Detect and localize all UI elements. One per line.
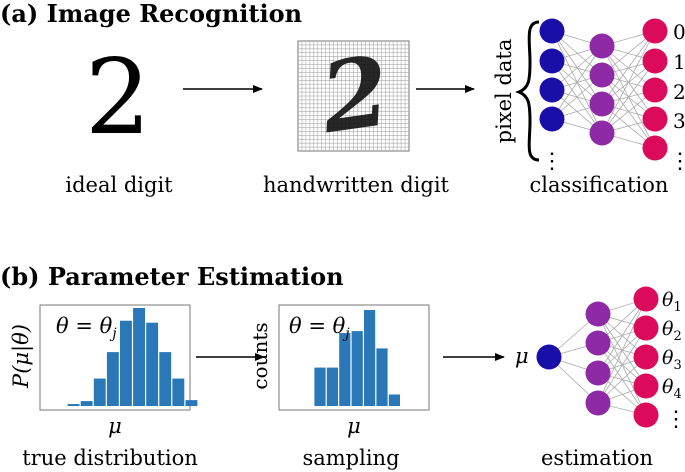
output-node	[633, 344, 659, 370]
true-distribution-bar	[80, 401, 93, 406]
input-ellipsis: ⋮	[541, 149, 563, 174]
classification-label: classification	[530, 173, 669, 197]
hidden-node	[589, 62, 615, 88]
output-node	[633, 402, 659, 428]
network-edge	[597, 298, 647, 374]
output-node	[642, 18, 668, 44]
sampling-bar	[339, 333, 351, 406]
true-distribution-chart: θ = θj P(μ|θ) μ	[9, 304, 198, 438]
ideal-digit-glyph: 2	[85, 36, 151, 158]
network-edge	[601, 60, 656, 134]
true-distribution-bar	[106, 352, 119, 406]
input-node	[539, 18, 565, 44]
output-node	[633, 315, 659, 341]
handwritten-digit-glyph: 2	[313, 34, 396, 155]
output-theta-2: θ2	[662, 318, 682, 344]
sampling-caption: sampling	[302, 446, 399, 470]
true-distribution-bar	[133, 308, 145, 406]
handwritten-digit-image: 2	[297, 34, 410, 155]
true-distribution-annotation: θ = θj	[56, 314, 117, 342]
input-brace	[514, 20, 540, 162]
sampling-bar	[351, 331, 363, 406]
sampling-ylabel: counts	[248, 322, 272, 389]
hidden-node	[585, 360, 611, 386]
true-distribution-bar	[67, 404, 80, 406]
handwritten-digit-label: handwritten digit	[263, 173, 450, 197]
input-node	[539, 106, 565, 132]
panel-b-heading: (b) Parameter Estimation	[0, 262, 344, 291]
hidden-node	[589, 120, 615, 146]
network-edge	[597, 327, 647, 404]
network-edge	[597, 298, 647, 404]
true-distribution-xlabel: μ	[108, 414, 122, 438]
sampling-bar	[314, 367, 326, 406]
output-node	[642, 135, 668, 161]
hidden-node	[589, 91, 615, 117]
class-label-0: 0	[673, 20, 685, 44]
output-node	[642, 77, 668, 103]
network-edge	[601, 30, 656, 134]
hidden-node	[585, 330, 611, 356]
output-node	[633, 373, 659, 399]
hidden-node	[589, 33, 615, 59]
sampling-bar	[326, 367, 338, 406]
network-edge	[597, 342, 647, 416]
hidden-node	[585, 390, 611, 416]
class-label-1: 1	[673, 50, 685, 74]
pixel-data-label: pixel data	[492, 39, 516, 144]
sampling-annotation: θ = θj	[289, 314, 350, 342]
input-node	[536, 344, 562, 370]
sampling-xlabel: μ	[347, 414, 361, 438]
class-label-3: 3	[673, 109, 685, 133]
true-distribution-bar	[93, 378, 106, 406]
true-distribution-bar	[146, 322, 159, 406]
true-distribution-ylabel: P(μ|θ)	[9, 324, 34, 389]
panel-a-heading: (a) Image Recognition	[0, 0, 302, 28]
true-distribution-caption: true distribution	[22, 446, 198, 470]
true-distribution-bar	[185, 400, 198, 406]
network-edge	[551, 45, 603, 120]
sampling-chart: θ = θj counts μ	[248, 304, 430, 438]
estimation-ellipsis: ⋮	[665, 407, 685, 432]
network-b-nodes	[536, 286, 659, 428]
network-a-nodes	[539, 18, 668, 161]
class-label-2: 2	[673, 80, 685, 104]
hidden-node	[585, 301, 611, 327]
estimation-caption: estimation	[541, 446, 653, 470]
sampling-bar	[388, 394, 400, 406]
output-ellipsis: ⋮	[669, 149, 685, 174]
output-theta-1: θ1	[662, 289, 682, 315]
output-theta-3: θ3	[662, 347, 682, 373]
sampling-bar	[364, 310, 376, 406]
input-node	[539, 48, 565, 74]
input-node	[539, 77, 565, 103]
estimation-input-label: μ	[515, 344, 529, 368]
output-node	[642, 48, 668, 74]
sampling-bar	[376, 348, 388, 406]
true-distribution-bar	[159, 352, 172, 406]
network-edge	[601, 30, 656, 105]
output-node	[642, 106, 668, 132]
true-distribution-bar	[120, 320, 132, 406]
true-distribution-bar	[172, 378, 185, 406]
output-theta-4: θ4	[662, 376, 682, 402]
ideal-digit-label: ideal digit	[65, 173, 173, 197]
output-node	[633, 286, 659, 312]
